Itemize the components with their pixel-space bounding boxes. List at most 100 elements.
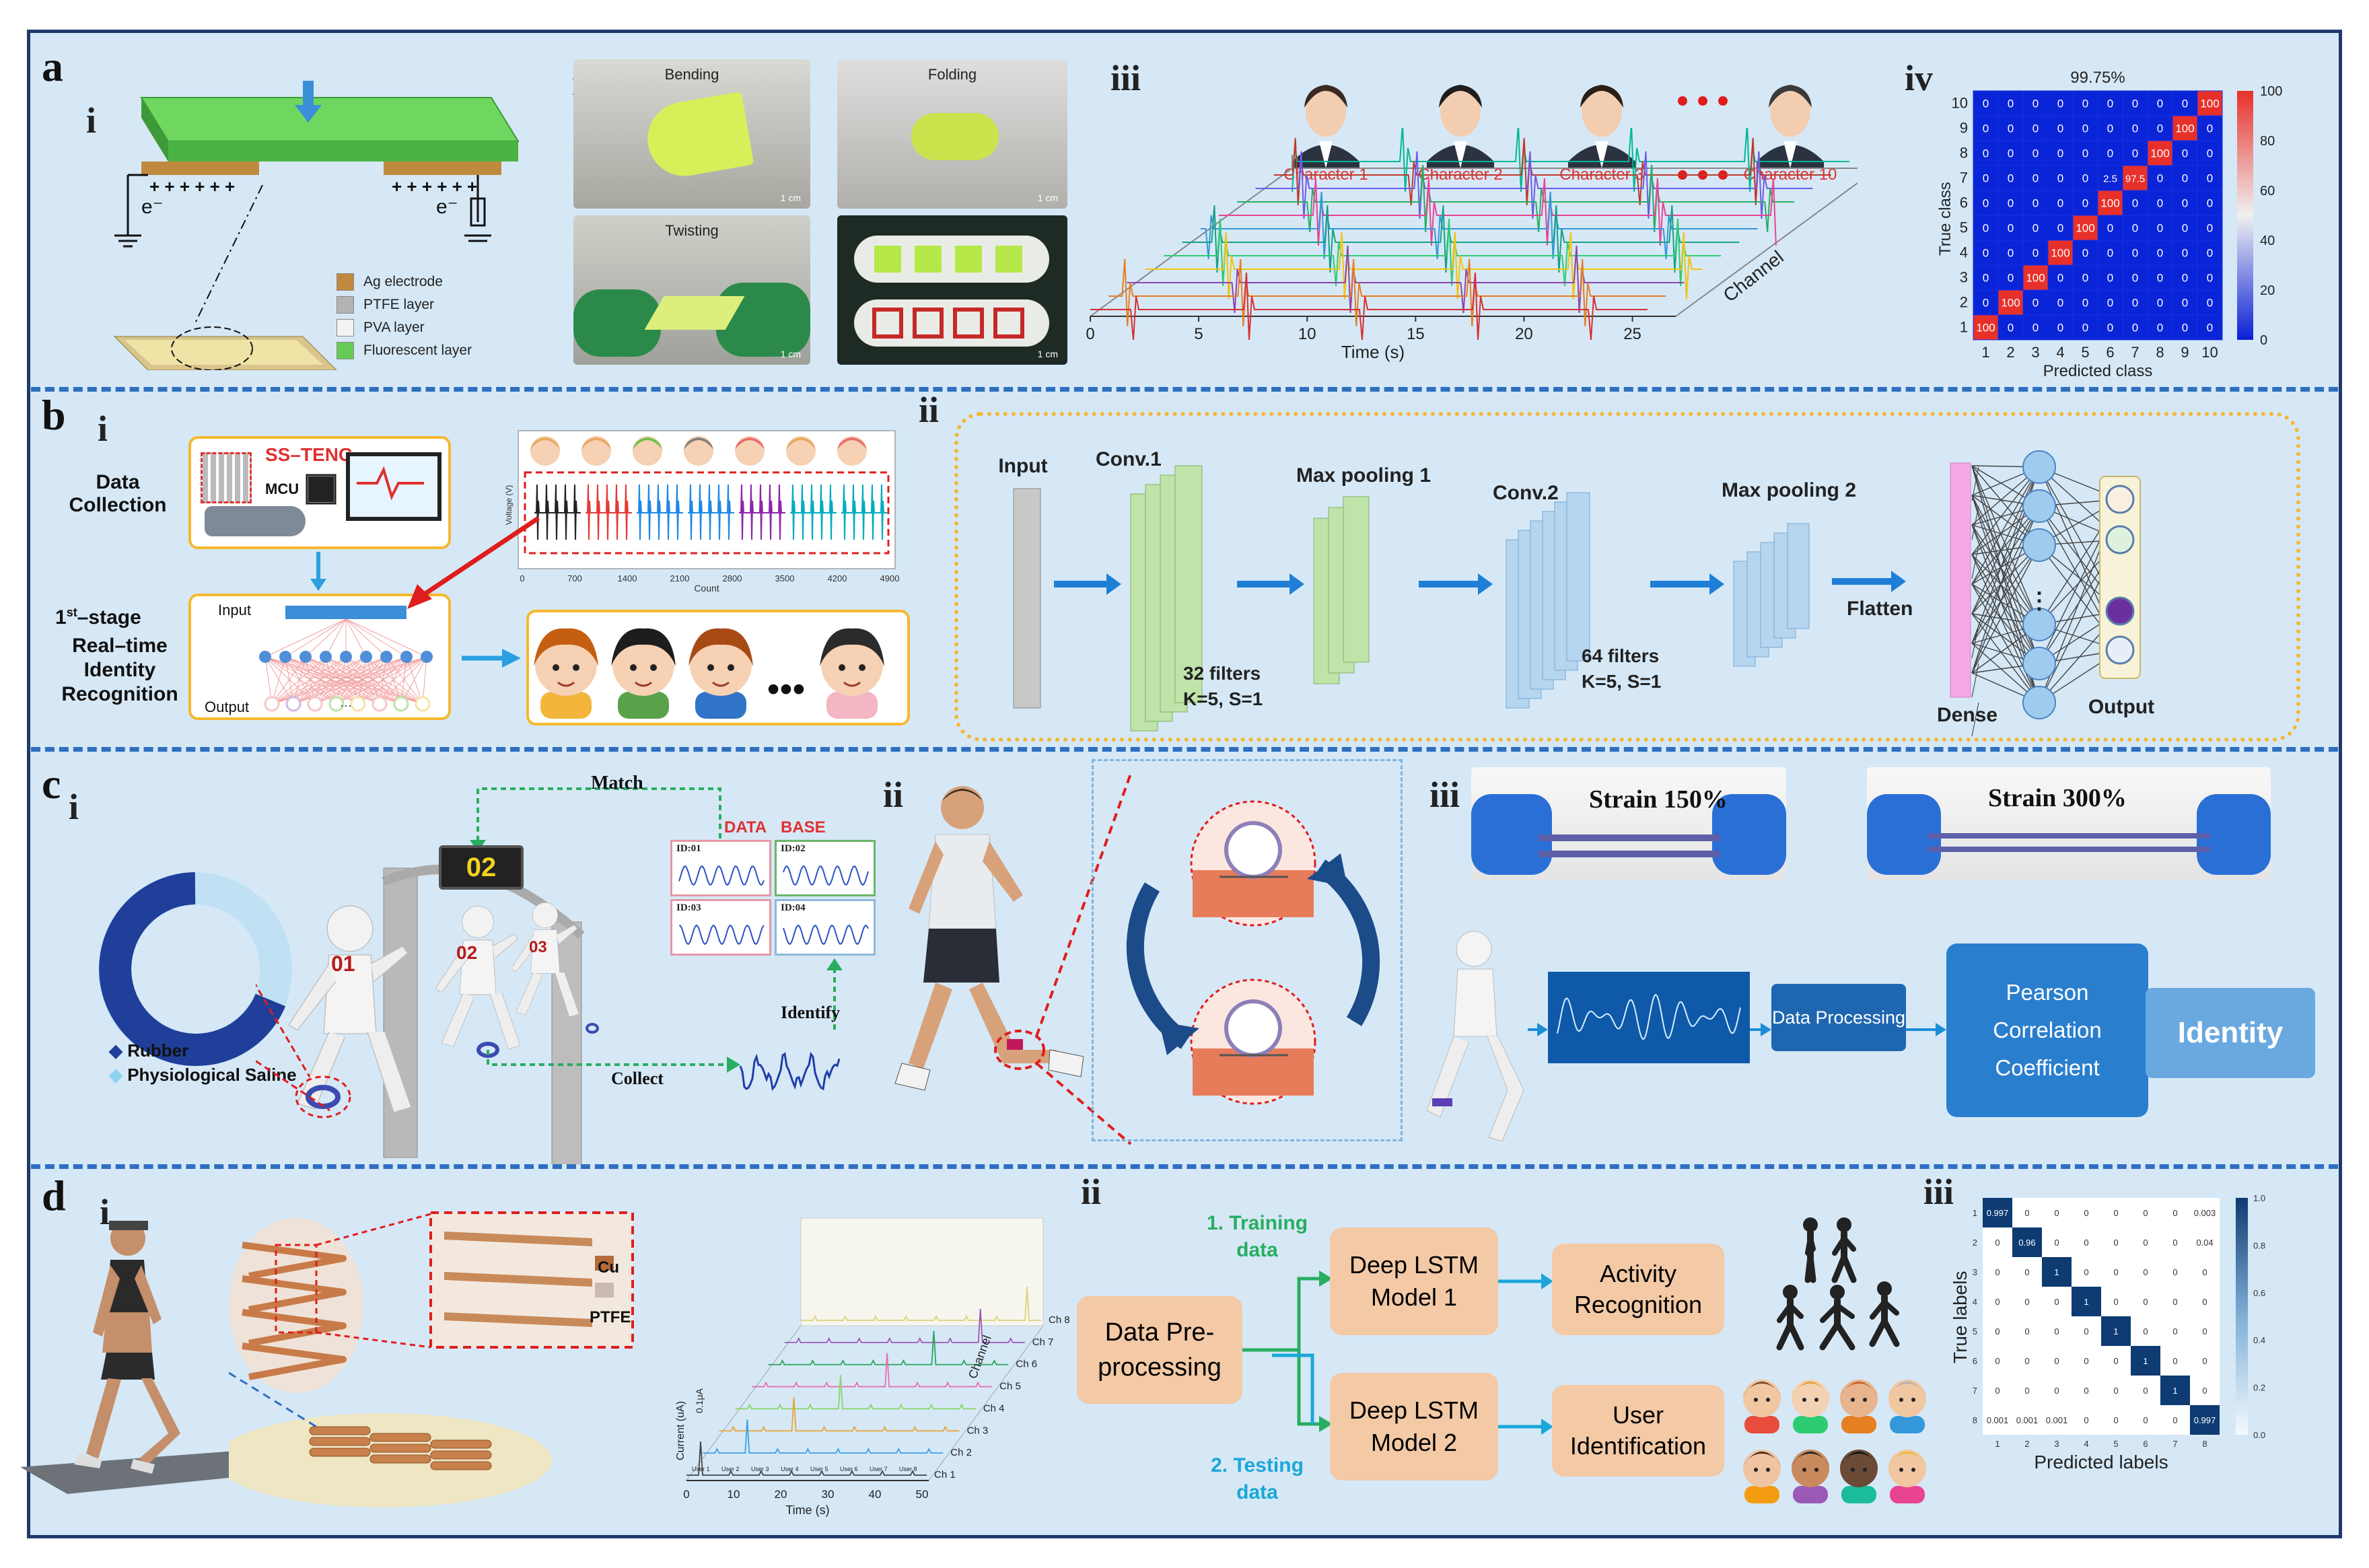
x-tick: 10 xyxy=(728,1488,740,1501)
cell-value: 0 xyxy=(2054,1386,2059,1396)
cell-value: 0 xyxy=(2024,1267,2029,1277)
panel-d-i-label: i xyxy=(100,1192,110,1232)
heatmap-cell xyxy=(2131,1257,2160,1287)
cell-value: 0 xyxy=(1995,1297,2000,1307)
hidden-neuron xyxy=(279,651,291,663)
heatmap-cell xyxy=(2197,215,2223,241)
y-tick: 1 xyxy=(1973,1208,1977,1218)
heatmap-cell xyxy=(2072,115,2098,141)
cell-value: 0 xyxy=(2132,197,2138,210)
heatmap-cell xyxy=(2022,215,2049,241)
cell-value: 0 xyxy=(2143,1238,2148,1248)
identify-label: Identify xyxy=(781,1003,841,1022)
heatmap-cell xyxy=(2097,314,2123,341)
output-neuron xyxy=(350,696,366,712)
heatmap-cell xyxy=(2022,115,2049,141)
heatmap-cell xyxy=(2072,140,2098,166)
runner-figure xyxy=(894,773,1132,1145)
x-tick: 6 xyxy=(2106,344,2114,361)
stage-label: 1st–stage xyxy=(55,606,141,629)
heatmap-cell xyxy=(1973,240,1999,266)
database-entry: ID:01 xyxy=(670,840,771,896)
x-tick: 3 xyxy=(2031,344,2039,361)
layer-legend-item: Fluorescent layer xyxy=(337,339,472,362)
heatmap-cell xyxy=(1983,1287,2012,1316)
hidden-neuron xyxy=(259,651,271,663)
hidden-dots: ⋮ xyxy=(2028,588,2051,614)
cell-value: 0 xyxy=(2024,1356,2029,1366)
cell-value: 0 xyxy=(2182,197,2188,210)
nn-dots: ··· xyxy=(340,699,352,712)
cell-value: 0 xyxy=(2107,247,2113,260)
signal-trace xyxy=(790,484,837,540)
cell-value: 0 xyxy=(2024,1208,2029,1218)
legend-rubber: ◆ Rubber xyxy=(109,1040,189,1061)
y-tick: 6 xyxy=(1960,194,1968,211)
x-tick: 1400 xyxy=(618,573,637,583)
colorbar xyxy=(2236,1198,2248,1435)
heatmap-cell xyxy=(2012,1376,2042,1405)
channel-trace xyxy=(686,1441,927,1476)
heatmap-cell xyxy=(2160,1287,2190,1316)
colorbar-tick: 80 xyxy=(2260,134,2275,149)
output-neuron xyxy=(372,696,388,712)
cell-value: 0 xyxy=(2132,322,2138,334)
cell-value: 0 xyxy=(2032,247,2039,260)
cycle-arrow-left xyxy=(1126,882,1191,1049)
divider-cd xyxy=(31,1164,2338,1169)
channel-trace xyxy=(1218,178,1777,246)
cell-value: 100 xyxy=(2076,222,2094,235)
conv1-filters-label: 32 filters xyxy=(1183,663,1261,684)
cell-value: 0.04 xyxy=(2196,1238,2213,1248)
user-label: User 4 xyxy=(781,1466,799,1472)
heatmap-cell xyxy=(2122,289,2148,316)
x-tick: 0 xyxy=(1086,325,1094,343)
y-tick: 5 xyxy=(1960,219,1968,236)
heatmap-cell xyxy=(2042,1405,2072,1435)
heatmap-cell xyxy=(2012,1287,2042,1316)
hidden-neuron xyxy=(320,651,332,663)
mechanism-diagram xyxy=(1126,800,1380,1105)
colorbar-tick: 40 xyxy=(2260,234,2275,248)
cell-value: 0 xyxy=(2054,1326,2059,1337)
heatmap-cell xyxy=(2122,314,2148,341)
identity-box: Identity xyxy=(2146,988,2315,1078)
lstm-model-1-box: Deep LSTM Model 1 xyxy=(1330,1227,1498,1335)
heatmap-cell xyxy=(2160,1257,2190,1287)
cell-value: 0 xyxy=(2024,1297,2029,1307)
y-axis-label: True labels xyxy=(1952,1271,1971,1363)
collect-arrow xyxy=(487,1050,727,1066)
cell-value: 0 xyxy=(2057,98,2063,110)
cell-value: 0 xyxy=(2107,147,2113,160)
heatmap-cell xyxy=(2012,1316,2042,1346)
heatmap-cell xyxy=(1983,1376,2012,1405)
conv2-label: Conv.2 xyxy=(1493,482,1559,504)
activity-icon xyxy=(1869,1281,1900,1347)
x-tick: 8 xyxy=(2156,344,2164,361)
person-id-01: 01 xyxy=(331,952,355,976)
heatmap-cell xyxy=(2072,1376,2101,1405)
panel-c-iii-label: iii xyxy=(1429,775,1460,815)
cell-value: 0 xyxy=(1995,1238,2000,1248)
output-neuron xyxy=(264,696,280,712)
cell-value: 0 xyxy=(2157,247,2163,260)
output-neuron xyxy=(307,696,323,712)
cell-value: 0 xyxy=(2182,98,2188,110)
heatmap-cell xyxy=(1997,215,2024,241)
channel-label: Ch 2 xyxy=(950,1447,972,1458)
match-arrow xyxy=(476,787,721,841)
heatmap-cell xyxy=(2190,1316,2220,1346)
b-arrow-right xyxy=(462,649,521,668)
cell-value: 0 xyxy=(2157,122,2163,135)
cell-value: 100 xyxy=(2200,98,2219,110)
cell-value: 0 xyxy=(2172,1208,2177,1218)
cell-value: 0.001 xyxy=(2016,1415,2039,1425)
heatmap-cell xyxy=(2022,140,2049,166)
cell-value: 0 xyxy=(1983,272,1989,285)
heatmap-cell xyxy=(1983,1257,2012,1287)
heatmap-cell xyxy=(2122,264,2148,291)
panel-b-ii-label: ii xyxy=(919,390,940,430)
signal-trace xyxy=(534,484,581,540)
heatmap-cell xyxy=(2147,90,2173,116)
